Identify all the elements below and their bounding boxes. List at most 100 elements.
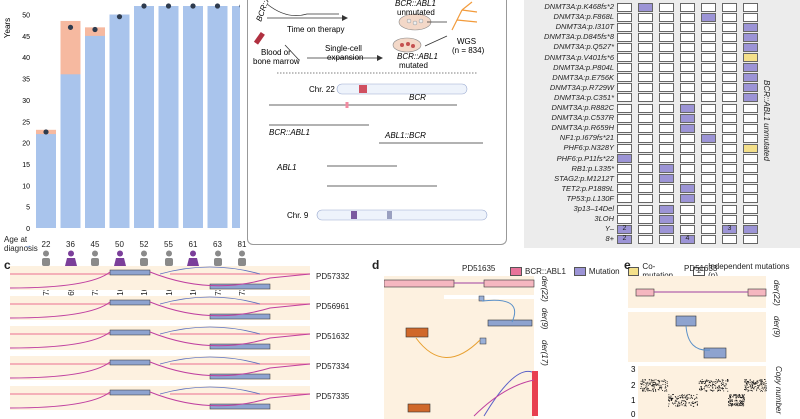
legend-comutation-label: Co-mutation — [642, 262, 674, 280]
grid-cell — [680, 63, 695, 73]
grid-cell — [659, 234, 674, 244]
grid-cell — [722, 194, 737, 204]
grid-cell — [638, 32, 653, 42]
y-tick-label: 45 — [22, 34, 30, 41]
track-label: der(9) — [772, 316, 781, 338]
b-bcr-abl-top: BCR::ABL1 — [254, 0, 276, 23]
y-tick-label: 35 — [22, 77, 30, 84]
grid-cell — [680, 143, 695, 153]
age-value: 61 — [188, 240, 198, 249]
grid-cell — [743, 204, 758, 214]
track-label: der(17) — [540, 340, 549, 366]
b-abl1: ABL1 — [276, 163, 297, 172]
grid-cell — [659, 2, 674, 12]
grid-cell — [680, 42, 695, 52]
grid-row-label: TP53:p.L130F — [566, 193, 614, 203]
grid-cell — [701, 123, 716, 133]
grid-cell — [743, 234, 758, 244]
grid-cell — [638, 53, 653, 62]
b-wgs: WGS — [457, 37, 476, 46]
track-label: der(22) — [772, 280, 781, 306]
grid-cell — [659, 143, 674, 153]
grid-count: 4 — [685, 235, 690, 243]
grid-cell — [722, 204, 737, 214]
y-tick-label: 30 — [22, 98, 30, 105]
grid-cell — [617, 224, 632, 234]
bar-point — [67, 24, 74, 30]
grid-row-label: STAG2:p.M1212T — [554, 173, 614, 183]
grid-cell — [659, 174, 674, 184]
grid-cell — [722, 143, 737, 153]
b-wgs-n: (n = 834) — [452, 46, 485, 55]
grid-cell — [659, 83, 674, 93]
grid-cell — [617, 2, 632, 12]
b-bcr-abl1: BCR::ABL1 — [269, 128, 310, 137]
grid-cell — [701, 103, 716, 113]
grid-cell — [617, 12, 632, 22]
grid-cell — [680, 133, 695, 143]
panel-e-label: e — [624, 258, 631, 272]
grid-cell — [743, 73, 758, 83]
grid-cell — [680, 194, 695, 204]
grid-cell — [638, 12, 653, 22]
b-blood: Blood or — [261, 48, 291, 57]
grid-row-label: DNMT3A:p.D845fs*8 — [543, 32, 614, 42]
grid-cell — [638, 143, 653, 153]
grid-cell — [617, 133, 632, 143]
grid-count: 3 — [727, 225, 732, 233]
grid-cell — [659, 22, 674, 32]
bar-point — [92, 26, 98, 33]
grid-count: 2 — [622, 225, 627, 233]
bar — [36, 134, 56, 228]
grid-cell — [659, 42, 674, 52]
grid-cell — [617, 63, 632, 73]
bar — [60, 74, 81, 228]
grid-row-label: TET2:p.P1889L — [561, 183, 614, 193]
age-value: 50 — [115, 240, 124, 249]
y-tick-label: 5 — [26, 205, 30, 212]
bar — [134, 6, 154, 228]
track-label: PD57334 — [316, 362, 350, 371]
bar-point — [43, 129, 49, 135]
grid-cell — [680, 93, 695, 103]
grid-cell — [680, 103, 695, 113]
grid-cell — [701, 53, 716, 62]
age-value: 22 — [41, 240, 51, 249]
grid-cell — [617, 103, 632, 113]
grid-cell — [743, 2, 758, 12]
grid-cell — [680, 224, 695, 234]
grid-cell — [722, 133, 737, 143]
grid-cell — [701, 42, 716, 52]
b-expansion: expansion — [327, 53, 363, 62]
grid-cell — [701, 214, 716, 224]
grid-row-label: DNMT3A:p.V401fs*6 — [544, 52, 614, 62]
age-value: 63 — [213, 240, 222, 249]
bar — [207, 6, 228, 228]
grid-cell — [743, 154, 758, 163]
grid-cell — [659, 133, 674, 143]
grid-cell — [722, 103, 737, 113]
grid-cell — [680, 73, 695, 83]
grid-row-label: DNMT3A:p.I310T — [555, 22, 614, 32]
grid-cell — [743, 63, 758, 73]
grid-cell — [638, 123, 653, 133]
grid-cell — [680, 234, 695, 244]
cn-tick-top: 3 — [631, 365, 636, 374]
grid-cell — [743, 184, 758, 194]
panel-e-title: PD51633 — [684, 264, 718, 273]
grid-count: 2 — [622, 235, 627, 243]
grid-row-label: DNMT3A:p.E756K — [552, 72, 614, 82]
grid-cell — [617, 154, 632, 163]
grid-cell — [680, 214, 695, 224]
age-value: 45 — [90, 240, 100, 249]
grid-cell — [701, 224, 716, 234]
grid-row-label: DNMT3A:p.F868L — [553, 12, 614, 22]
panel-d-title: PD51635 — [462, 264, 496, 273]
age-value: 55 — [164, 240, 173, 249]
grid-cell — [722, 93, 737, 103]
grid-cell — [701, 184, 716, 194]
grid-cell — [743, 22, 758, 32]
grid-cell — [638, 184, 653, 194]
grid-cell — [638, 194, 653, 204]
grid-cell — [638, 204, 653, 214]
